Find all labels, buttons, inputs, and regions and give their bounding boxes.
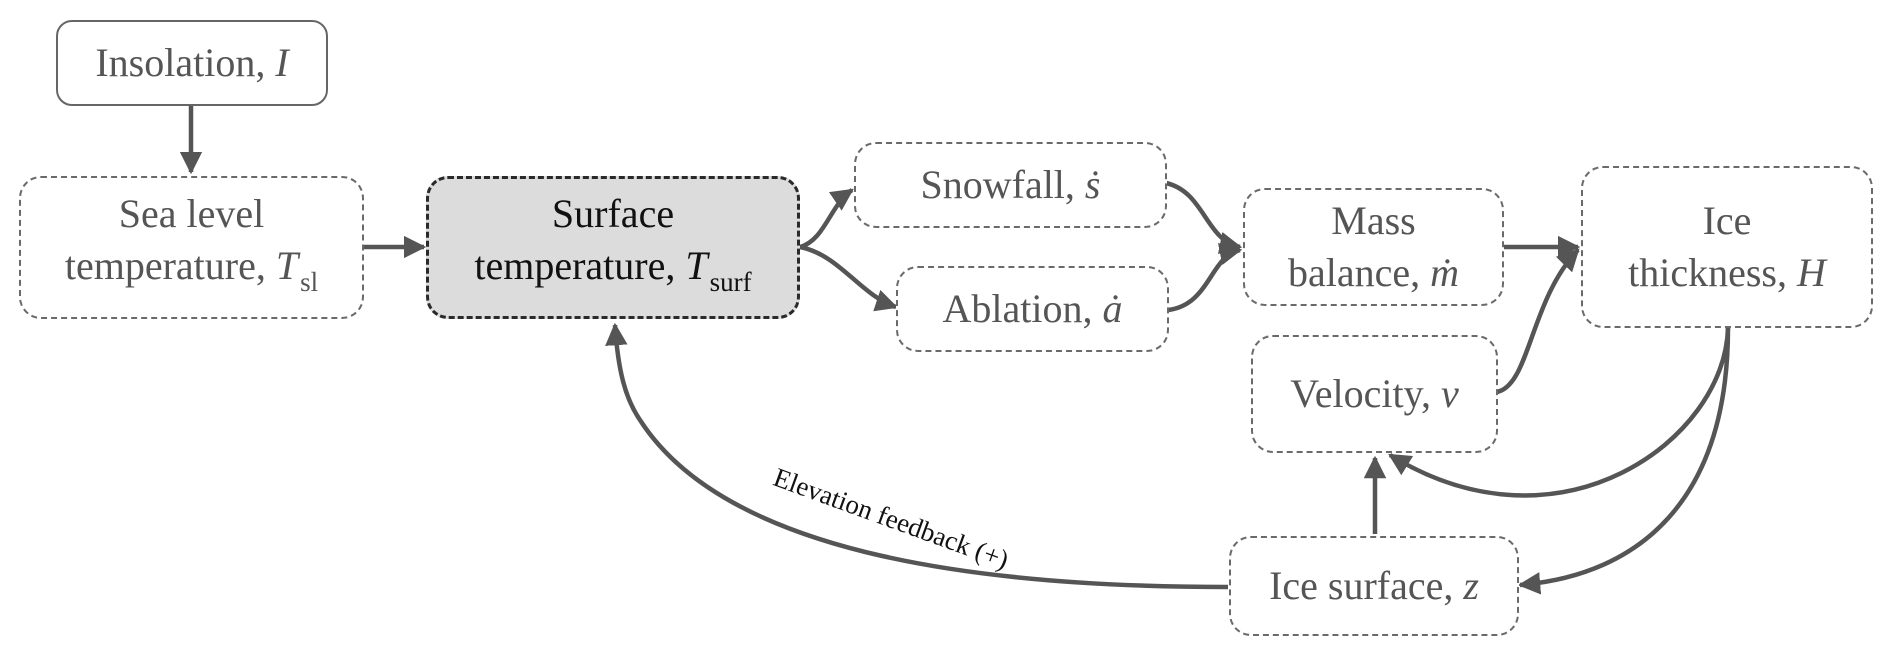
label-text: Snowfall, (920, 162, 1085, 207)
edge-velocity-to-thickness (1496, 248, 1580, 395)
node-ablation: Ablation, ȧ (896, 266, 1169, 352)
edge-thickness-to-ice-surface (1517, 327, 1731, 595)
edge-thickness-to-velocity (1388, 327, 1731, 498)
node-label-line: Surface (552, 188, 674, 240)
label-symbol: ṡ (1084, 162, 1101, 207)
label-text: Ice (1702, 198, 1752, 243)
label-symbol: T (275, 242, 299, 288)
node-surface-temperature: Surface temperature, Tsurf (426, 176, 800, 319)
label-symbol: ȧ (1102, 286, 1123, 331)
label-text: Surface (551, 190, 675, 236)
node-insolation: Insolation, I (56, 20, 328, 106)
node-label-line: Mass (1331, 195, 1415, 247)
label-text: Insolation, (95, 40, 276, 85)
label-symbol: z (1463, 563, 1479, 608)
edge-snowfall-to-mass (1165, 180, 1243, 255)
node-mass-balance: Mass balance, ṁ (1243, 188, 1504, 306)
label-text: Ice surface, (1269, 563, 1464, 608)
label-text: temperature, (474, 242, 686, 288)
label-text: temperature, (64, 242, 276, 288)
edge-elevation-feedback (605, 322, 1229, 590)
label-symbol: v (1440, 371, 1459, 416)
node-ice-surface: Ice surface, z (1229, 536, 1519, 636)
label-symbol: I (275, 40, 289, 85)
label-symbol: T (685, 242, 708, 288)
edge-ablation-to-mass (1167, 242, 1243, 313)
label-subscript: surf (709, 266, 752, 297)
node-snowfall: Snowfall, ṡ (854, 142, 1167, 228)
node-label-line: balance, ṁ (1288, 247, 1459, 299)
node-label-line: Snowfall, ṡ (920, 159, 1100, 211)
label-text: Sea level (118, 190, 265, 236)
label-text: balance, (1287, 250, 1431, 295)
edge-surface-to-snowfall (799, 188, 854, 250)
node-velocity: Velocity, v (1251, 335, 1498, 453)
node-label-line: Insolation, I (95, 37, 288, 89)
label-subscript: sl (300, 266, 319, 297)
node-label-line: temperature, Tsl (65, 240, 318, 308)
node-label-line: Ablation, ȧ (943, 283, 1123, 335)
label-symbol: ṁ (1430, 250, 1460, 295)
node-label-line: Ice (1703, 195, 1752, 247)
label-text: Ablation, (942, 286, 1103, 331)
node-label-line: Ice surface, z (1269, 560, 1479, 612)
label-text: Mass (1331, 198, 1416, 243)
label-text: Velocity, (1290, 371, 1441, 416)
edge-surface-to-ablation (799, 244, 899, 312)
node-label-line: Velocity, v (1290, 368, 1458, 420)
node-label-line: temperature, Tsurf (474, 240, 751, 308)
node-sea-level-temperature: Sea level temperature, Tsl (19, 176, 364, 319)
label-symbol: H (1796, 250, 1826, 295)
node-label-line: thickness, H (1628, 247, 1826, 299)
node-label-line: Sea level (119, 188, 265, 240)
label-text: thickness, (1628, 250, 1797, 295)
node-ice-thickness: Ice thickness, H (1581, 166, 1873, 328)
